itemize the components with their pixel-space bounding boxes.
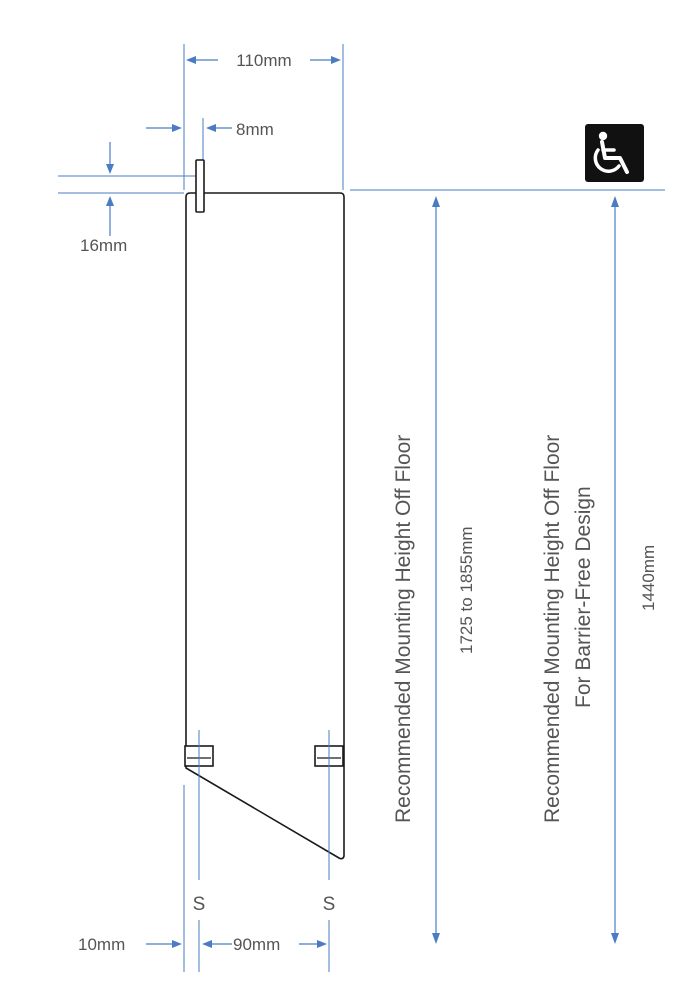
standard-height-label: Recommended Mounting Height Off Floor: [392, 435, 415, 823]
dispenser-outline: [184, 159, 345, 860]
wheelchair-icon: [585, 124, 644, 182]
top-gap-dimension: 16mm: [58, 142, 200, 255]
bottom-dimensions: 10mm 90mm: [78, 935, 327, 954]
barrier-free-label-line2: For Barrier-Free Design: [572, 486, 595, 708]
width-label: 110mm: [236, 51, 291, 70]
slot-right-label: S: [323, 894, 336, 915]
slot-left-label: S: [193, 894, 206, 915]
standard-height-value: 1725 to 1855mm: [457, 526, 476, 654]
mounting-pin: [195, 159, 205, 213]
width-dimension: 110mm: [183, 44, 344, 190]
pin-offset-dimension: 8mm: [146, 118, 274, 162]
slot-spacing-label: 90mm: [233, 935, 280, 954]
barrier-free-value: 1440mm: [639, 545, 658, 611]
slot-centerlines: S S: [183, 730, 336, 972]
standard-height-dimension: Recommended Mounting Height Off Floor 17…: [392, 196, 476, 944]
barrier-free-height-dimension: Recommended Mounting Height Off Floor Fo…: [541, 196, 658, 944]
top-gap-label: 16mm: [80, 236, 127, 255]
barrier-free-label-line1: Recommended Mounting Height Off Floor: [541, 435, 564, 823]
pin-offset-label: 8mm: [236, 120, 274, 139]
left-offset-label: 10mm: [78, 935, 125, 954]
